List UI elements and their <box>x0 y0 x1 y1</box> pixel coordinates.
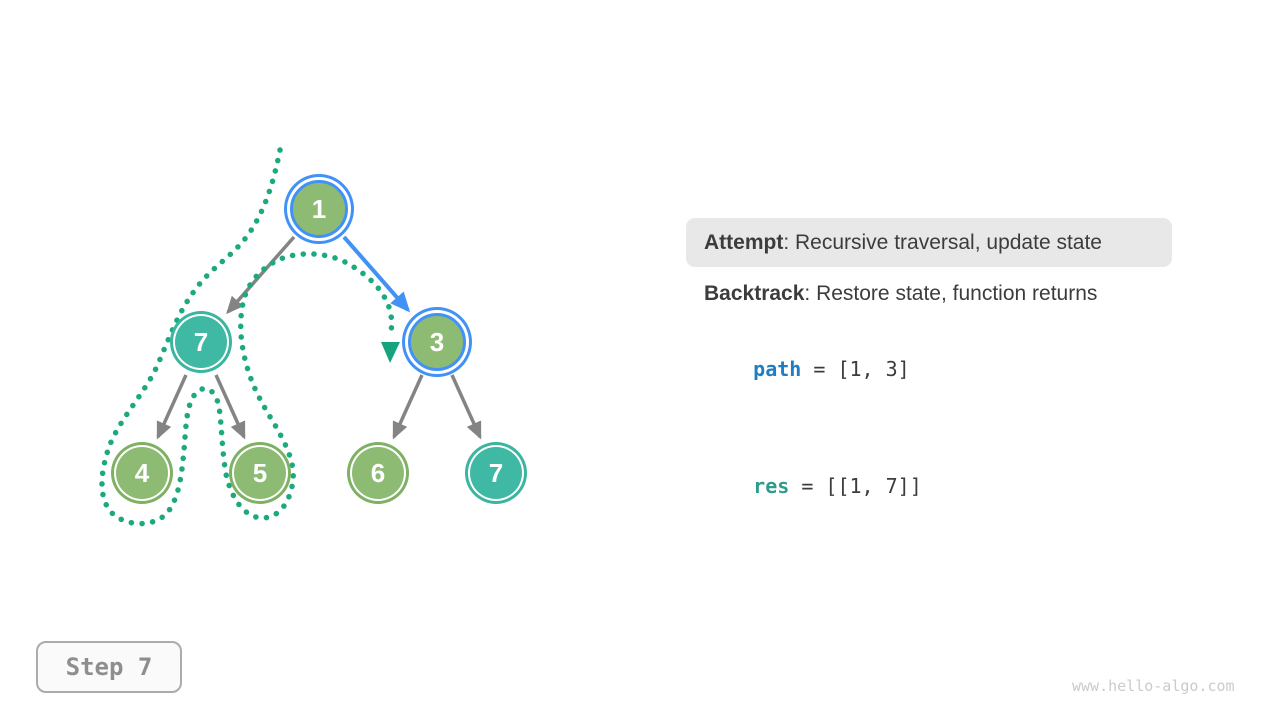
binary-tree-diagram: 1 7 3 4 5 6 7 <box>0 0 640 620</box>
edge-1-7 <box>226 235 296 315</box>
tree-node-6: 6 <box>352 447 404 499</box>
res-value: = [[1, 7]] <box>789 474 922 498</box>
step-indicator: Step 7 <box>36 641 182 693</box>
backtrack-text: : Restore state, function returns <box>804 282 1098 305</box>
path-state: path = [1, 3] <box>705 333 910 405</box>
dfs-dotted-path <box>99 147 395 527</box>
dfs-arrowhead-icon <box>381 342 400 363</box>
tree-edges-and-traversal-svg <box>99 147 482 527</box>
edge-3-7 <box>450 374 482 440</box>
res-variable-name: res <box>753 474 790 498</box>
tree-node-5: 5 <box>234 447 286 499</box>
backtrack-label: Backtrack <box>704 282 805 305</box>
tree-node-1: 1 <box>290 180 348 238</box>
edge-3-6 <box>392 374 424 440</box>
tree-node-3: 3 <box>408 313 466 371</box>
tree-node-7-left: 7 <box>175 316 227 368</box>
attempt-legend: Attempt: Recursive traversal, update sta… <box>686 218 1172 267</box>
backtrack-legend: Backtrack: Restore state, function retur… <box>704 282 1097 306</box>
path-variable-name: path <box>753 357 802 381</box>
watermark: www.hello-algo.com <box>1072 677 1235 695</box>
attempt-label: Attempt <box>704 230 784 254</box>
attempt-text: : Recursive traversal, update state <box>783 230 1102 254</box>
tree-node-7-right: 7 <box>470 447 522 499</box>
edge-7-5 <box>214 374 246 440</box>
res-state: res = [[1, 7]] <box>705 450 922 522</box>
edge-7-4 <box>156 374 188 440</box>
current-edge-1-3 <box>342 235 411 313</box>
tree-node-4: 4 <box>116 447 168 499</box>
path-value: = [1, 3] <box>801 357 910 381</box>
